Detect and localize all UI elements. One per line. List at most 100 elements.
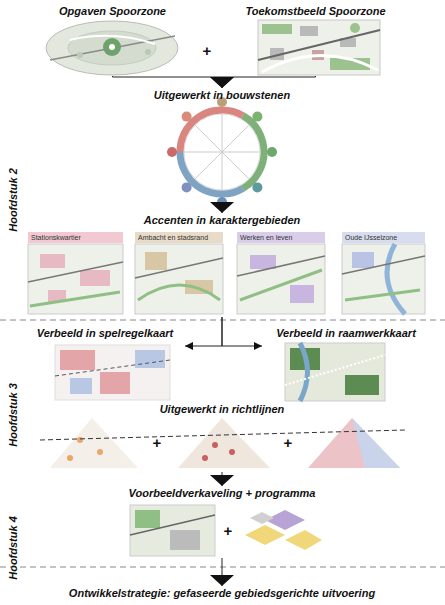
step-heading: Uitgewerkt in bouwstenen [120, 88, 324, 102]
step-heading: Uitgewerkt in richtlijnen [40, 402, 404, 416]
area-card: Werken en leven [237, 232, 325, 315]
karakter-maps [28, 262, 123, 282]
bouwstenen-wheel [222, 152, 249, 179]
karakter-maps [240, 270, 322, 300]
opgaven-illustration [145, 49, 151, 55]
toekomstbeeld-map [350, 23, 360, 33]
toekomstbeeld-map [300, 26, 318, 36]
bouwstenen-wheel [222, 152, 223, 190]
chapter-divider [0, 567, 445, 568]
flow-arrow [222, 76, 316, 88]
karakter-maps [145, 252, 167, 270]
spelregelkaart-map [55, 360, 170, 376]
area-title: Ambacht en stadsrand [135, 232, 223, 243]
opgaven-illustration [103, 38, 121, 56]
plus-sign: + [224, 523, 233, 538]
area-title: Oude IJsselzone [342, 232, 425, 243]
spelregelkaart-map [55, 345, 170, 400]
voorbeeld-illustrations [130, 515, 215, 535]
richtlijnen-illustrations [352, 418, 400, 468]
karakter-maps [135, 258, 223, 278]
richtlijnen-illustrations [50, 418, 138, 468]
opgaven-illustration [109, 44, 115, 50]
bouwstenen-wheel [182, 112, 192, 122]
step-heading: Verbeeld in raamwerkkaart [262, 326, 430, 340]
step-block: Toekomstbeeld Spoorzone [228, 4, 403, 76]
area-card: Oude IJsselzone [342, 232, 425, 315]
bouwstenen-wheel [217, 197, 227, 207]
karakter-maps [28, 244, 123, 314]
karakter-maps [342, 244, 425, 314]
richtlijnen-illustrations [308, 418, 400, 468]
step-heading: Toekomstbeeld Spoorzone [228, 4, 403, 18]
toekomstbeeld-map [258, 20, 380, 75]
plus-sign: + [284, 435, 293, 450]
step-block: Opgaven Spoorzone [40, 4, 185, 76]
karakter-maps [30, 292, 120, 306]
voorbeeld-illustrations [135, 510, 160, 528]
bouwstenen-wheel [222, 152, 260, 153]
spelregelkaart-map [135, 350, 165, 368]
chapter-label: Hoofdstuk 3 [7, 383, 20, 447]
step-heading: Verbeeld in spelregelkaart [25, 326, 185, 340]
voorbeeld-illustrations [265, 510, 305, 530]
karakter-maps [290, 285, 314, 303]
bouwstenen-wheel [222, 125, 249, 152]
toekomstbeeld-map [262, 24, 292, 34]
richtlijnen-illustrations [67, 455, 73, 461]
toekomstbeeld-map [262, 55, 378, 72]
step-heading: Opgaven Spoorzone [40, 4, 185, 18]
richtlijnen-illustrations [40, 430, 405, 440]
spelregelkaart-map [70, 378, 92, 394]
karakter-maps [237, 244, 325, 314]
karakter-maps [28, 244, 425, 314]
step-heading: Voorbeeldverkaveling + programma [110, 486, 334, 500]
voorbeeld-illustrations [250, 512, 274, 524]
step-block: Verbeeld in spelregelkaart [25, 326, 185, 402]
karakter-maps [138, 285, 220, 300]
opgaven-illustration [77, 52, 83, 58]
karakter-maps [40, 254, 65, 268]
voorbeeld-illustrations [130, 505, 322, 556]
richtlijnen-illustrations [97, 449, 103, 455]
flow-arrow [222, 204, 223, 213]
area-group: Accenten in karaktergebiedenStationskwar… [20, 213, 424, 317]
step-block: Uitgewerkt in richtlijnen [40, 402, 404, 472]
bouwstenen-wheel [252, 182, 262, 192]
bouwstenen-wheel [184, 152, 222, 153]
toekomstbeeld-map [258, 30, 380, 60]
plus-sign: + [153, 435, 162, 450]
bouwstenen-wheel [165, 95, 280, 210]
bouwstenen-wheel [165, 95, 280, 210]
area-card: Stationskwartier [28, 232, 123, 315]
richtlijnen-illustrations [40, 418, 405, 468]
raamwerkkaart-map [285, 343, 385, 401]
raamwerkkaart-map [300, 343, 308, 401]
richtlijnen-illustrations [178, 418, 270, 468]
step-block: Uitgewerkt in bouwstenen [120, 88, 324, 204]
bouwstenen-wheel [165, 95, 280, 210]
karakter-maps [345, 290, 420, 300]
step-heading: Accenten in karaktergebieden [20, 213, 424, 227]
area-title: Stationskwartier [28, 232, 123, 243]
bouwstenen-wheel [267, 147, 277, 157]
flow-arrow [222, 472, 223, 486]
chapter-divider [0, 320, 445, 321]
bouwstenen-wheel [222, 114, 223, 152]
bouwstenen-wheel [167, 147, 177, 157]
richtlijnen-illustrations [212, 442, 218, 448]
flow-arrow [222, 317, 262, 346]
karakter-maps [342, 256, 425, 274]
karakter-maps [250, 255, 276, 269]
karakter-maps [80, 270, 110, 286]
karakter-maps [135, 244, 223, 314]
spelregelkaart-map [55, 345, 170, 400]
toekomstbeeld-map [258, 20, 380, 75]
voorbeeld-illustrations [245, 525, 285, 545]
opgaven-illustration [50, 36, 175, 60]
spelregelkaart-map [60, 350, 95, 370]
voorbeeld-illustrations [285, 530, 322, 550]
voorbeeld-illustrations [130, 505, 215, 556]
flow-arrow [222, 558, 223, 586]
